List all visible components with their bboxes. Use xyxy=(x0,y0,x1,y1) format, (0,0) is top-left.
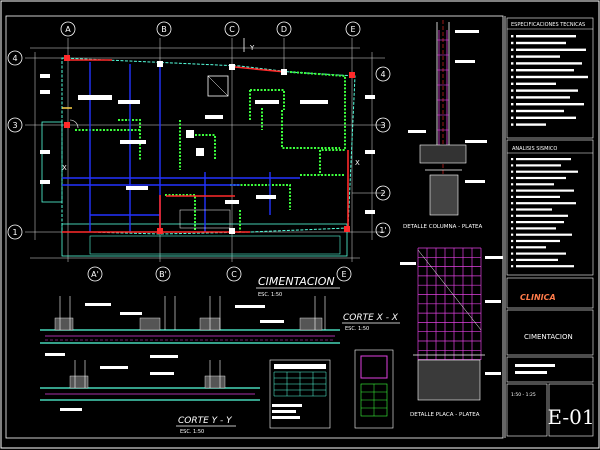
axis-label-top-C: C xyxy=(229,25,235,34)
axis-label-bottom-E: E xyxy=(341,270,346,279)
sheet-scale: 1:50 - 1:25 xyxy=(511,392,536,398)
axis-label-left-1: 1 xyxy=(12,228,17,237)
plan-annotations xyxy=(40,74,375,214)
axis-label-left-3: 3 xyxy=(12,121,17,130)
sheet-number: E-01 xyxy=(547,405,594,429)
axis-bubbles-left: 4 3 1 xyxy=(7,50,23,240)
plan-scale: ESC. 1:50 xyxy=(258,292,282,298)
section-xx-title: CORTE X - X xyxy=(343,313,399,323)
foundation-plan: A B C D E A' B' C E 4 3 1 4 3 2 1' xyxy=(7,21,391,298)
shear-walls xyxy=(75,71,346,232)
axis-label-bottom-B: B' xyxy=(159,270,167,279)
column-section-detail xyxy=(354,349,394,429)
axis-label-right-2: 2 xyxy=(380,189,385,198)
axis-bubbles-right: 4 3 2 1' xyxy=(375,66,391,238)
axis-bubbles-top: A B C D E xyxy=(60,21,361,37)
highlighted-elements xyxy=(62,59,349,233)
seismic-heading: ANALISIS SISMICO xyxy=(512,146,557,152)
title-block: ESPECIFICACIONES TECNICAS ANALISIS SISMI… xyxy=(504,16,595,438)
plate-detail-title: DETALLE PLACA - PLATEA xyxy=(410,412,480,418)
plate-detail: DETALLE PLACA - PLATEA xyxy=(400,247,503,418)
y-axis-marker: Y xyxy=(249,44,255,52)
x-axis-marker-left: X xyxy=(62,164,67,172)
column-detail: DETALLE COLUMNA - PLATEA xyxy=(403,20,487,230)
plate-outline xyxy=(41,57,356,257)
axis-label-top-B: B xyxy=(161,25,167,34)
axis-bubbles-bottom: A' B' C E xyxy=(87,266,352,282)
sheet-title: CIMENTACION xyxy=(524,333,573,341)
drawing-frame xyxy=(5,15,504,439)
axis-label-top-E: E xyxy=(350,25,355,34)
foundation-beams xyxy=(62,62,300,232)
axis-label-top-A: A xyxy=(65,25,71,34)
columns xyxy=(64,55,355,234)
section-x-x: CORTE X - X ESC. 1:50 xyxy=(40,296,400,358)
column-detail-title: DETALLE COLUMNA - PLATEA xyxy=(403,224,483,230)
section-yy-scale: ESC. 1:50 xyxy=(180,429,204,435)
specs-heading: ESPECIFICACIONES TECNICAS xyxy=(511,22,585,28)
project-name: CLINICA xyxy=(520,293,556,302)
x-axis-marker-right: X xyxy=(355,159,360,167)
axis-label-bottom-A: A' xyxy=(91,270,99,279)
reinforcement-schedule xyxy=(269,359,331,429)
section-markers: Y X X xyxy=(62,38,360,172)
section-yy-title: CORTE Y - Y xyxy=(178,416,233,426)
axis-label-bottom-C: C xyxy=(231,270,237,279)
axis-label-right-3: 3 xyxy=(380,121,385,130)
axis-label-left-4: 4 xyxy=(12,54,17,63)
plan-title: CIMENTACION xyxy=(258,275,335,288)
axis-label-right-1prime: 1' xyxy=(379,226,386,235)
axis-label-right-4: 4 xyxy=(380,70,385,79)
axis-label-top-D: D xyxy=(281,25,287,34)
section-y-y: CORTE Y - Y ESC. 1:50 xyxy=(40,360,260,435)
section-xx-scale: ESC. 1:50 xyxy=(345,326,369,332)
